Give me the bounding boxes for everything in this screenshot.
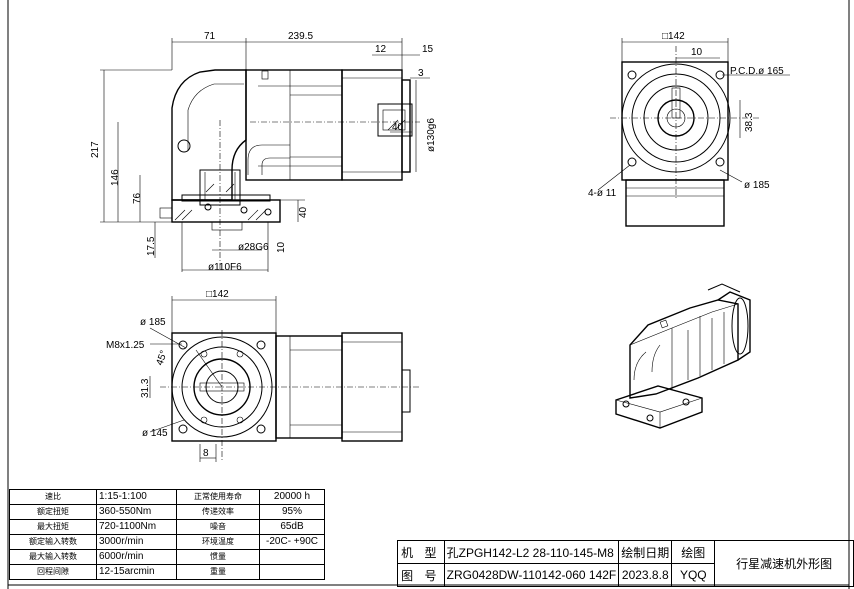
spec-key: 传递效率 <box>176 504 260 520</box>
dim-110f6: ø110F6 <box>208 262 242 273</box>
spec-key: 环境温度 <box>176 534 260 550</box>
spec-key: 噪音 <box>176 519 260 535</box>
top-view <box>149 296 420 462</box>
model-value: 孔ZPGH142-L2 28-110-145-M8 <box>443 540 620 564</box>
spec-row: 额定输入转数 3000r/min 环境温度 -20C- +90C <box>9 534 325 550</box>
dim-146: 146 <box>110 169 121 186</box>
model-label: 机 型 <box>397 540 445 564</box>
dim-239-5: 239.5 <box>288 31 313 42</box>
spec-value <box>259 549 325 565</box>
dim-pcd165: P.C.D.ø 165 <box>730 66 784 77</box>
spec-key: 回程间隙 <box>9 564 97 580</box>
dim-10: 10 <box>276 241 287 253</box>
spec-row: 最大扭矩 720-1100Nm 噪音 65dB <box>9 519 325 535</box>
spec-value: 1:15-1:100 <box>96 489 177 505</box>
draw-date-label: 绘制日期 <box>618 540 673 564</box>
spec-value <box>259 564 325 580</box>
dim-15: 15 <box>422 44 434 55</box>
spec-value: 20000 h <box>259 489 325 505</box>
dim-38-3: 38.3 <box>744 112 755 132</box>
spec-value: 95% <box>259 504 325 520</box>
title-block: 机 型 孔ZPGH142-L2 28-110-145-M8 绘制日期 绘图 行星… <box>397 540 854 587</box>
drawing-no-value: ZRG0428DW-110142-060 142F <box>443 563 620 587</box>
drawing-no-label: 图 号 <box>397 563 445 587</box>
spec-row: 回程间隙 12-15arcmin 重量 <box>9 564 325 580</box>
dim-76: 76 <box>132 192 143 204</box>
dim-145-top: ø 145 <box>142 428 168 439</box>
side-view <box>597 38 790 227</box>
dim-28g6: ø28G6 <box>238 242 269 253</box>
spec-value: -20C- +90C <box>259 534 325 550</box>
dim-m8: M8x1.25 <box>106 340 145 351</box>
dim-217: 217 <box>90 141 101 158</box>
dim-40-base: 40 <box>298 206 309 218</box>
spec-key: 速比 <box>9 489 97 505</box>
spec-table: 速比 1:15-1:100 正常使用寿命 20000 h 额定扭矩 360-55… <box>9 489 325 580</box>
front-view <box>100 38 430 272</box>
drawing-title: 行星减速机外形图 <box>714 540 854 587</box>
dim-17-5: 17.5 <box>146 236 157 256</box>
spec-key: 额定输入转数 <box>9 534 97 550</box>
dim-10-side: 10 <box>691 47 703 58</box>
dim-8: 8 <box>203 448 209 459</box>
spec-value: 12-15arcmin <box>96 564 177 580</box>
dim-71: 71 <box>204 31 216 42</box>
dim-31-3: 31.3 <box>140 378 151 398</box>
spec-key: 重量 <box>176 564 260 580</box>
spec-key: 正常使用寿命 <box>176 489 260 505</box>
spec-key: 最大输入转数 <box>9 549 97 565</box>
spec-key: 最大扭矩 <box>9 519 97 535</box>
dim-45deg: 45° <box>154 349 170 367</box>
spec-value: 720-1100Nm <box>96 519 177 535</box>
dim-12: 12 <box>375 44 387 55</box>
spec-row: 额定扭矩 360-550Nm 传递效率 95% <box>9 504 325 520</box>
dim-3: 3 <box>418 68 424 79</box>
dim-185-side: ø 185 <box>744 180 770 191</box>
spec-value: 360-550Nm <box>96 504 177 520</box>
dim-4x11: 4-ø 11 <box>588 188 617 199</box>
date-value: 2023.8.8 <box>618 563 673 587</box>
dim-40-shaft: 40 <box>392 122 404 133</box>
dim-130g6: ø130g6 <box>426 118 437 152</box>
spec-value: 65dB <box>259 519 325 535</box>
drawer-label: 绘图 <box>671 540 716 564</box>
spec-row: 最大输入转数 6000r/min 惯量 <box>9 549 325 565</box>
spec-key: 额定扭矩 <box>9 504 97 520</box>
dim-185-top: ø 185 <box>140 317 166 328</box>
spec-value: 3000r/min <box>96 534 177 550</box>
spec-value: 6000r/min <box>96 549 177 565</box>
dim-sq142-side: □142 <box>662 31 685 42</box>
dim-sq142-top: □142 <box>206 289 229 300</box>
drawer-value: YQQ <box>671 563 716 587</box>
spec-key: 惯量 <box>176 549 260 565</box>
spec-row: 速比 1:15-1:100 正常使用寿命 20000 h <box>9 489 325 505</box>
isometric-view <box>615 283 751 429</box>
